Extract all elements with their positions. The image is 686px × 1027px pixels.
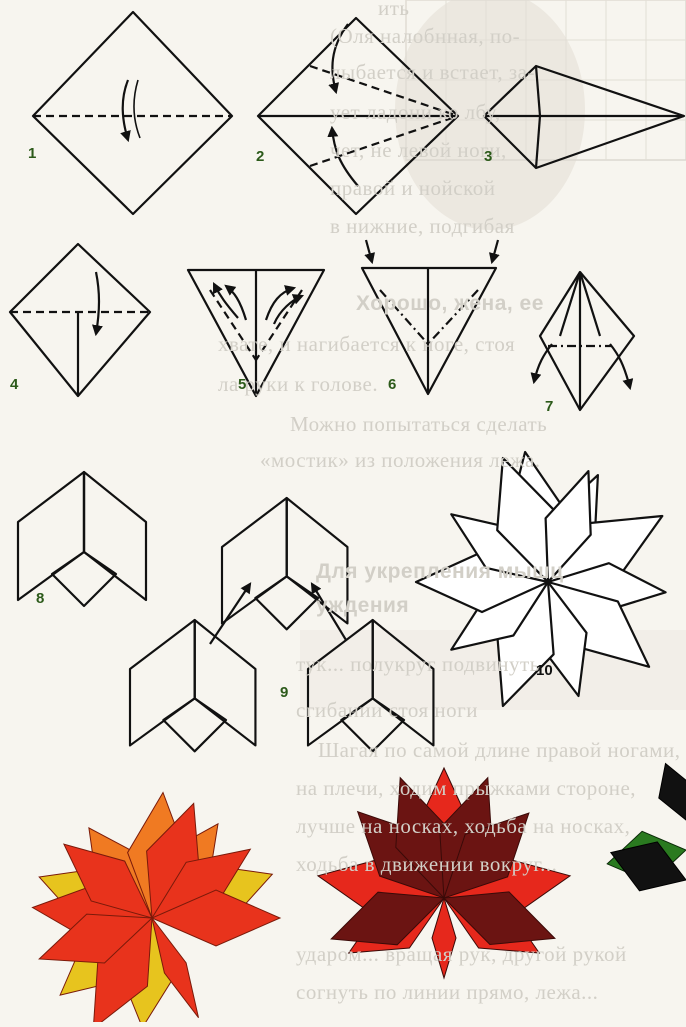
bg-text-line: сгибании стоя ноги	[296, 698, 478, 723]
step-number-9: 9	[280, 684, 288, 701]
petal-unit-left	[130, 620, 255, 751]
bg-text-line: Шагая по самой длине правой ногами,	[318, 738, 681, 763]
step-number-2: 2	[256, 148, 264, 165]
bg-text-line: правой и нойской	[330, 176, 495, 201]
step-8-diagram	[18, 472, 146, 606]
kite-shape	[10, 244, 150, 396]
petal-left	[130, 620, 195, 745]
bg-text-line: тук... полукруг подвинуть	[296, 652, 540, 677]
bg-text-line: (Оля налобнная, по-	[330, 24, 520, 49]
bg-text-line: «мостик» из положения лежа.	[260, 448, 541, 473]
step-number-8: 8	[36, 590, 44, 607]
square-diamond	[33, 12, 232, 214]
bg-text-line: ить	[378, 0, 410, 21]
bg-text-line: Можно попытаться сделать	[290, 412, 547, 437]
step-number-6: 6	[388, 376, 396, 393]
assembly-arrow	[210, 584, 250, 644]
step-7-diagram	[534, 272, 634, 410]
step-number-5: 5	[238, 376, 246, 393]
autumn-leaf-orange	[33, 793, 281, 1023]
bg-text-line: согнуть по линии прямо, лежа...	[296, 980, 598, 1005]
flap-edge	[560, 272, 580, 336]
step-number-4: 4	[10, 376, 18, 393]
bg-text-line: уждения	[316, 594, 409, 618]
petal-tail	[255, 576, 318, 629]
step-6-diagram	[362, 240, 498, 394]
step-1-diagram	[33, 12, 232, 214]
petal-unit	[18, 472, 146, 606]
bg-text-line: ударом... вращая рук, другой рукой	[296, 942, 627, 967]
step-number-1: 1	[28, 145, 36, 162]
bg-text-line: лыбается и встает, за-	[330, 60, 535, 85]
bg-text-heading: Для укрепления мышц	[316, 560, 564, 584]
bg-text-line: ходьба в движении вокруг...	[296, 852, 557, 877]
step-number-3: 3	[484, 148, 492, 165]
bg-text-line: чет, не левой ноги,	[330, 138, 507, 163]
fold-arrow	[96, 272, 99, 334]
fold-arrow-shadow	[134, 80, 140, 138]
step-number-10: 10	[536, 662, 553, 679]
petal-left	[222, 498, 287, 623]
bg-text-line: ует ладони ко лбу,	[330, 100, 501, 125]
bg-text-line: в нижние, подгибая	[330, 214, 515, 239]
push-arrow	[366, 240, 372, 262]
leaf-petal	[659, 764, 686, 820]
step-4-diagram	[10, 244, 150, 396]
fold-arrow	[534, 344, 552, 382]
petal-tail	[163, 698, 226, 751]
push-arrow	[492, 240, 498, 262]
bg-text-line: хвате, и нагибается к ноге, стоя	[218, 332, 515, 357]
bg-text-line: на плечи, ходим прыжками стороне,	[296, 776, 636, 801]
petal-right	[84, 472, 146, 600]
petal-left	[18, 472, 84, 600]
petal-right	[195, 620, 256, 745]
bg-text-line: Хорошо, жена, ее	[356, 292, 544, 316]
fold-arrow	[123, 80, 128, 140]
bg-text-line: лучше на носках, ходьба на носках,	[296, 814, 630, 839]
step-number-7: 7	[545, 398, 553, 415]
flap-edge	[580, 272, 600, 336]
petal-tail	[52, 552, 116, 606]
